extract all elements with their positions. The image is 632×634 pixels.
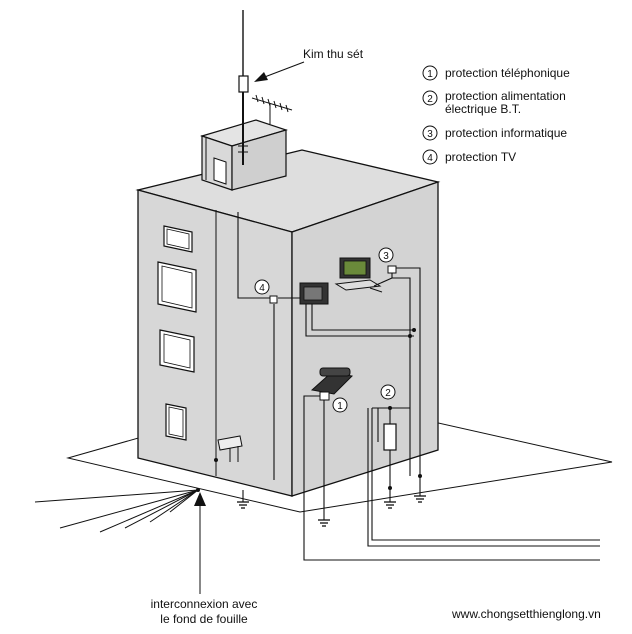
- marker-power: 2: [380, 384, 396, 400]
- window: [163, 225, 193, 253]
- svg-text:1: 1: [427, 69, 433, 80]
- legend-item: 3 protection informatique: [422, 125, 567, 141]
- computer-protector: [387, 265, 397, 274]
- tv-set: [299, 282, 329, 305]
- svg-text:2: 2: [427, 94, 433, 105]
- computer: [334, 257, 383, 293]
- power-line: [367, 407, 600, 547]
- ground-symbol: [384, 501, 396, 509]
- lightning-rod-label: Kim thu sét: [303, 47, 364, 61]
- telephone-protector: [319, 391, 330, 401]
- window: [157, 261, 197, 313]
- svg-text:protection alimentation: protection alimentation: [445, 89, 566, 103]
- legend-item: 2 protection alimentation électrique B.T…: [422, 89, 566, 116]
- ground-symbol: [318, 519, 330, 527]
- lightning-rod: [238, 10, 249, 165]
- junction-dots: [196, 328, 422, 492]
- svg-text:protection TV: protection TV: [445, 150, 516, 164]
- building: [135, 149, 441, 497]
- svg-text:4: 4: [259, 283, 265, 294]
- tv-cable: [305, 304, 414, 337]
- earth-bar-box: [217, 435, 243, 462]
- computer-cable: [373, 267, 421, 476]
- svg-text:protection téléphonique: protection téléphonique: [445, 66, 570, 80]
- telephone-line: [303, 395, 600, 561]
- power-surge-arrester: [383, 423, 397, 451]
- foundation-label-line2: le fond de fouille: [160, 612, 248, 626]
- lightning-rod-callout: Kim thu sét: [254, 47, 364, 82]
- legend-item: 4 protection TV: [422, 149, 516, 165]
- legend-item: 1 protection téléphonique: [422, 65, 570, 81]
- foundation-label-line1: interconnexion avec: [151, 597, 258, 611]
- svg-text:3: 3: [427, 129, 433, 140]
- marker-tv: 4: [254, 279, 270, 295]
- marker-telephone: 1: [332, 397, 348, 413]
- foundation-callout: interconnexion avec le fond de fouille: [151, 492, 258, 626]
- svg-text:électrique B.T.: électrique B.T.: [445, 102, 521, 116]
- svg-text:1: 1: [337, 401, 343, 412]
- window: [159, 329, 195, 373]
- svg-text:3: 3: [383, 251, 389, 262]
- telephone: [310, 367, 354, 395]
- svg-text:protection informatique: protection informatique: [445, 126, 567, 140]
- marker-computer: 3: [378, 247, 394, 263]
- window: [165, 403, 187, 441]
- legend: 1 protection téléphonique 2 protection a…: [422, 65, 570, 165]
- tv-antenna: [251, 94, 293, 124]
- website-footer: www.chongsetthienglong.vn: [451, 607, 601, 621]
- earth-conductors: [34, 489, 199, 533]
- svg-text:4: 4: [427, 153, 433, 164]
- antenna-cable: [237, 212, 300, 480]
- svg-text:2: 2: [385, 388, 391, 399]
- tv-protector: [269, 295, 278, 304]
